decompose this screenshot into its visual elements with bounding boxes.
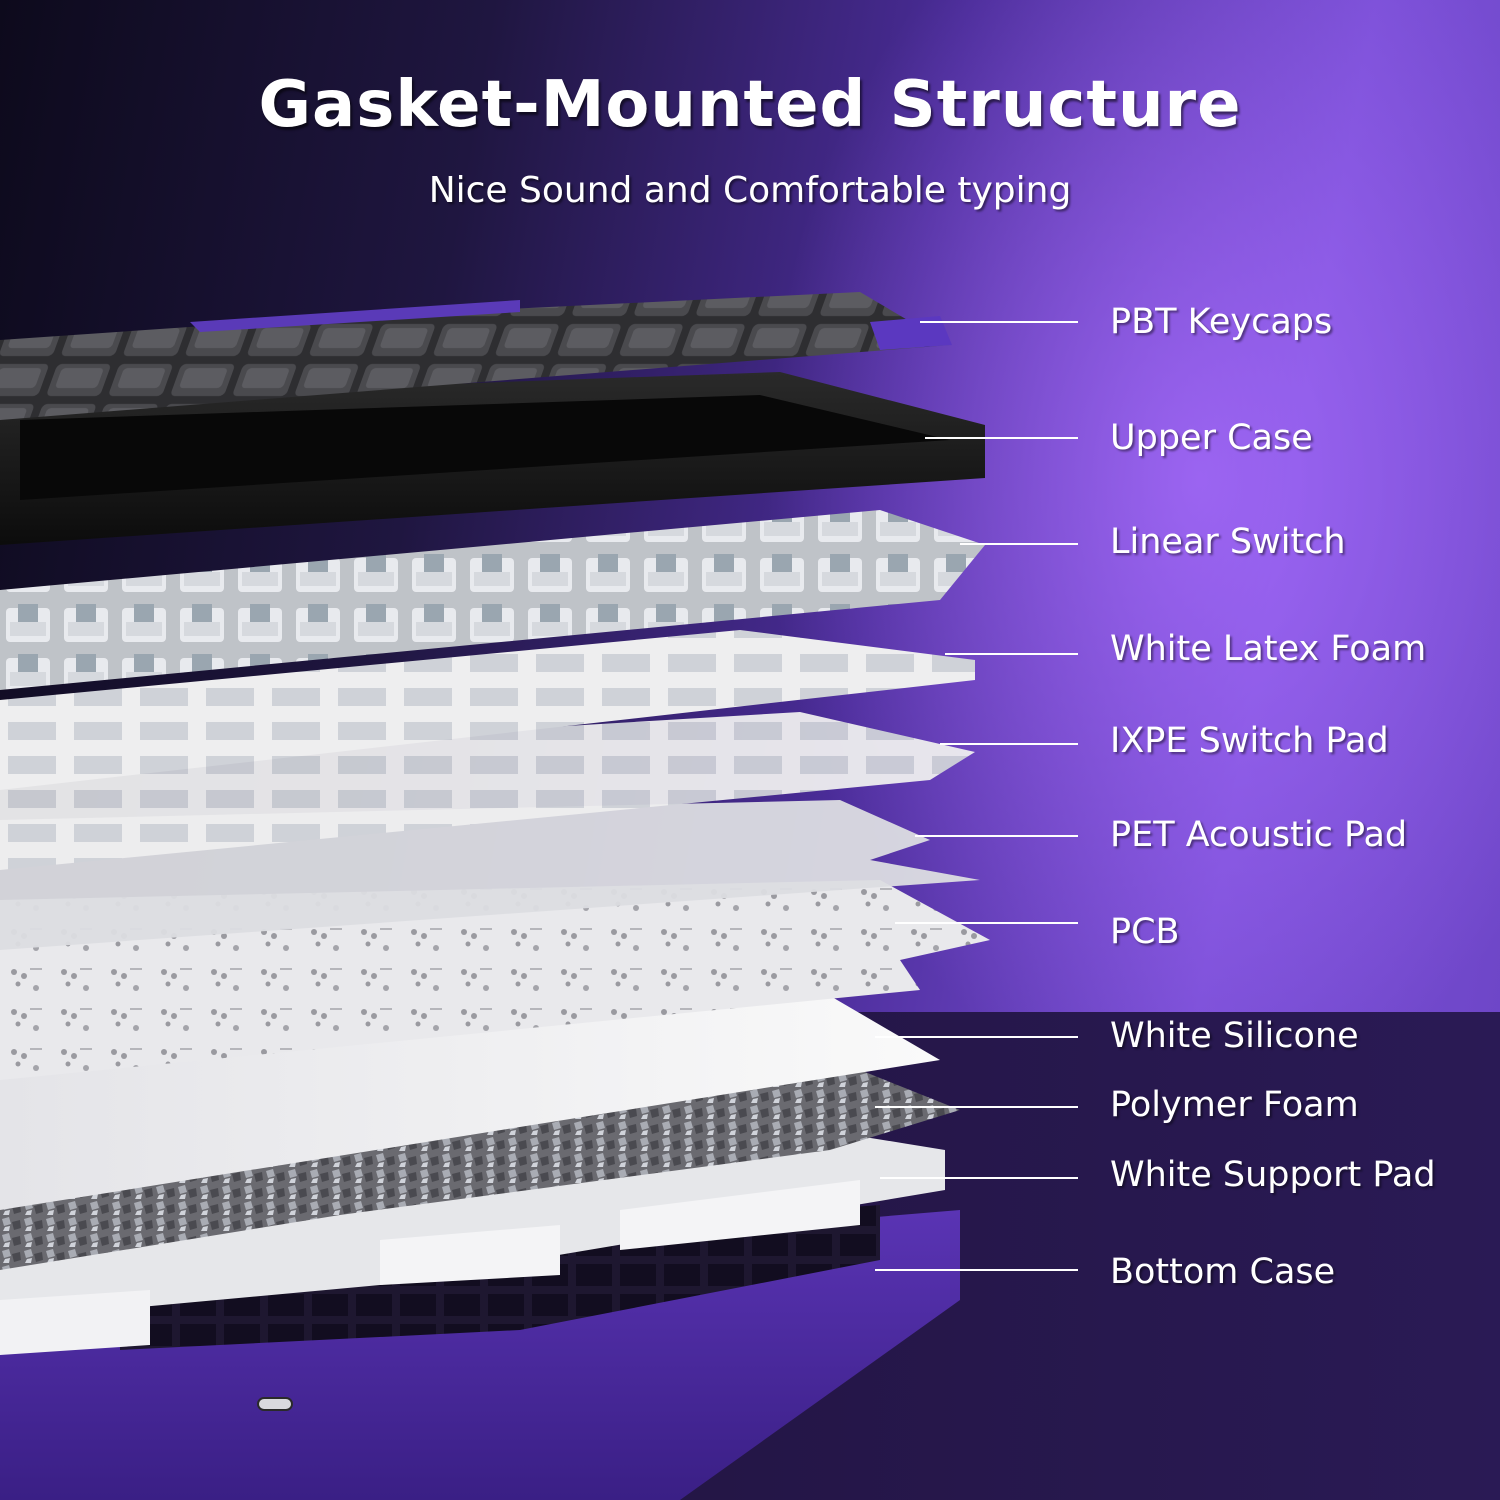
leader-line-pbt-keycaps xyxy=(920,321,1078,323)
page-title: Gasket-Mounted Structure xyxy=(258,68,1242,142)
leader-line-white-latex-foam xyxy=(945,653,1078,655)
label-white-silicone: White Silicone xyxy=(1110,1016,1359,1056)
leader-line-upper-case xyxy=(925,437,1078,439)
layer-white-latex-foam xyxy=(0,630,975,790)
label-pcb: PCB xyxy=(1110,912,1180,952)
page-subtitle: Nice Sound and Comfortable typing xyxy=(428,170,1072,211)
label-linear-switch: Linear Switch xyxy=(1110,522,1346,562)
leader-line-white-silicone xyxy=(875,1036,1078,1038)
leader-line-ixpe-switch-pad xyxy=(940,743,1078,745)
leader-line-pet-acoustic-pad xyxy=(915,835,1078,837)
leader-line-pcb xyxy=(895,922,1078,924)
leader-line-white-support-pad xyxy=(880,1177,1078,1179)
layer-pbt-keycaps xyxy=(0,292,952,420)
layer-white-support-pad xyxy=(0,1120,945,1355)
label-polymer-foam: Polymer Foam xyxy=(1110,1085,1359,1125)
layer-linear-switch xyxy=(0,510,985,690)
usb-c-port-icon xyxy=(257,1397,293,1411)
label-bottom-case: Bottom Case xyxy=(1110,1252,1336,1292)
leader-line-bottom-case xyxy=(875,1269,1078,1271)
label-upper-case: Upper Case xyxy=(1110,418,1313,458)
label-white-support-pad: White Support Pad xyxy=(1110,1155,1436,1195)
label-white-latex-foam: White Latex Foam xyxy=(1110,629,1427,669)
label-pet-acoustic-pad: PET Acoustic Pad xyxy=(1110,815,1408,855)
label-ixpe-switch-pad: IXPE Switch Pad xyxy=(1110,721,1389,761)
leader-line-polymer-foam xyxy=(875,1106,1078,1108)
layer-polymer-foam xyxy=(0,1070,960,1270)
layer-upper-case xyxy=(0,372,985,545)
leader-line-linear-switch xyxy=(960,543,1078,545)
label-pbt-keycaps: PBT Keycaps xyxy=(1110,302,1333,342)
